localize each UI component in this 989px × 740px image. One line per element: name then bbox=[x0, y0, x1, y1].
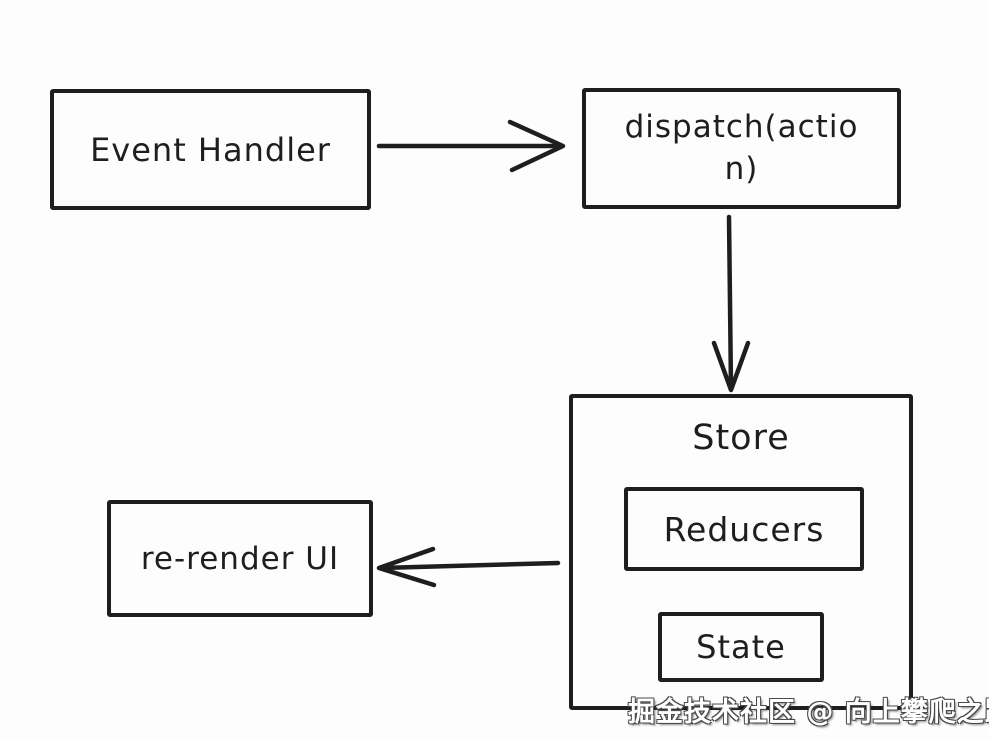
node-re-render-ui: re-render UI bbox=[107, 500, 373, 617]
arrow-left-store-to-rerender-icon bbox=[376, 546, 561, 588]
node-state: State bbox=[658, 612, 824, 682]
arrow-down-dispatch-to-store-icon bbox=[711, 214, 751, 393]
node-reducers: Reducers bbox=[624, 487, 864, 571]
arrow-right-event-to-dispatch-icon bbox=[376, 119, 566, 173]
node-re-render-ui-label: re-render UI bbox=[140, 540, 340, 577]
watermark-text: 掘金技术社区 @ 向上攀爬之路 bbox=[628, 697, 989, 728]
node-dispatch-action-label-line1: dispatch(actio bbox=[624, 108, 859, 145]
node-event-handler-label: Event Handler bbox=[90, 130, 331, 169]
node-dispatch-action-label-line2: n) bbox=[724, 150, 759, 187]
node-event-handler: Event Handler bbox=[50, 89, 371, 210]
node-state-label: State bbox=[696, 628, 786, 666]
node-reducers-label: Reducers bbox=[663, 509, 825, 549]
node-dispatch-action: dispatch(actio n) bbox=[582, 88, 901, 209]
node-store-label: Store bbox=[692, 418, 790, 458]
